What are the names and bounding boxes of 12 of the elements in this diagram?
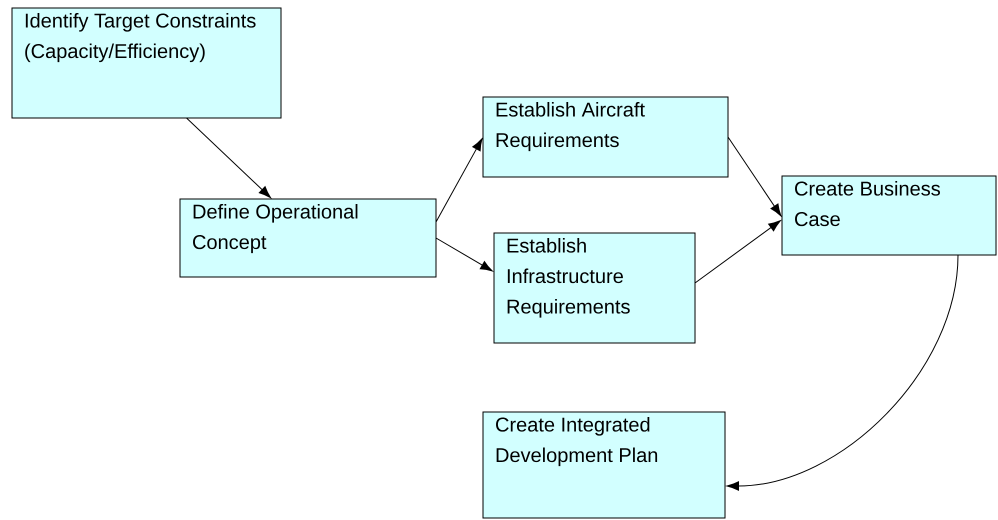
process-box: Define Operational Concept — [180, 198, 436, 278]
arrow — [436, 138, 482, 222]
process-box: Create Business Case — [782, 176, 996, 256]
process-box: Identify Target Constraints (Capacity/Efficiency) — [12, 8, 282, 118]
arrow — [436, 238, 493, 272]
process-box: Establish Infrastructure Requirements — [494, 232, 696, 344]
arrow — [186, 118, 271, 198]
arrow — [726, 254, 958, 491]
arrow — [694, 220, 781, 284]
arrow — [728, 136, 782, 216]
process-box: Establish Aircraft Requirements — [482, 96, 728, 178]
process-box: Create Integrated Development Plan — [482, 412, 726, 518]
